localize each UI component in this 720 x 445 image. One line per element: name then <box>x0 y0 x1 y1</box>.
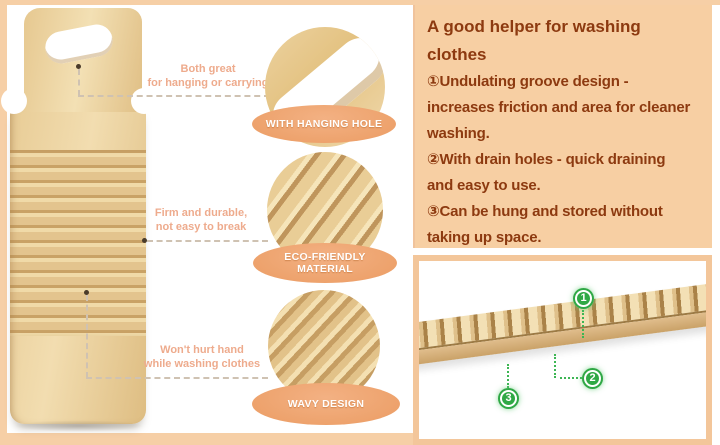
callout-2-leader-horizontal <box>147 240 268 242</box>
feature-2-line1: ②With drain holes - quick draining <box>427 151 666 168</box>
badge-2-label-line2: MATERIAL <box>297 263 353 275</box>
callout-2-note: Firm and durable, not easy to break <box>136 207 266 234</box>
feature-3-line1: ③Can be hung and stored without <box>427 203 663 220</box>
marker-1-leader <box>582 310 584 338</box>
callout-1-note-line2: for hanging or carrying <box>147 76 269 89</box>
callout-3-leader-horizontal <box>86 377 268 379</box>
feature-2-line2: and easy to use. <box>427 177 541 194</box>
marker-2-leader-horizontal <box>560 377 586 379</box>
marker-2-badge: 2 <box>582 368 603 389</box>
badge-eco-friendly-material: ECO-FRIENDLY MATERIAL <box>253 243 397 283</box>
feature-1-line3: washing. <box>427 125 490 142</box>
callout-3-note-line2: while washing clothes <box>143 357 261 370</box>
badge-3-label: WAVY DESIGN <box>287 397 365 410</box>
callout-3-note: Won't hurt hand while washing clothes <box>128 344 276 371</box>
callout-1-leader-horizontal <box>78 95 270 97</box>
callout-1-leader-vertical <box>78 69 80 96</box>
info-heading-line1: A good helper for washing <box>427 17 641 36</box>
callout-1-note-line1: Both great <box>180 63 236 75</box>
closeup-board <box>419 277 706 367</box>
callout-3-leader-vertical <box>86 295 88 378</box>
callout-1-note: Both great for hanging or carrying <box>138 63 278 90</box>
callout-2-note-line2: not easy to break <box>155 220 247 233</box>
info-heading-line2: clothes <box>427 45 487 64</box>
washboard-ridges <box>10 150 146 336</box>
ridge-closeup-panel: 1 2 3 <box>413 255 712 445</box>
marker-3-badge: 3 <box>498 388 519 409</box>
badge-with-hanging-hole: WITH HANGING HOLE <box>252 105 396 143</box>
marker-3-leader <box>507 364 509 388</box>
frame-strip-top <box>0 0 720 5</box>
feature-1-line2: increases friction and area for cleaner <box>427 99 691 116</box>
washboard-handle <box>24 8 142 112</box>
feature-3-line2: taking up space. <box>427 229 542 246</box>
frame-strip-bottom <box>0 433 413 445</box>
badge-1-label: WITH HANGING HOLE <box>265 117 383 130</box>
washboard-neck-curve-right <box>131 88 157 114</box>
frame-strip-left <box>0 0 7 445</box>
badge-wavy-design: WAVY DESIGN <box>252 383 400 425</box>
callout-3-note-line1: Won't hurt hand <box>160 344 244 356</box>
feature-1-line1: ①Undulating groove design - <box>427 73 629 90</box>
callout-2-anchor-dot <box>142 238 147 243</box>
badge-2-label-line1: ECO-FRIENDLY <box>284 250 366 263</box>
callout-3-anchor-dot <box>84 290 89 295</box>
marker-2-leader-vertical <box>554 354 556 378</box>
marker-1-badge: 1 <box>573 288 594 309</box>
washboard-neck-curve-left <box>1 88 27 114</box>
callout-2-note-line1: Firm and durable, <box>154 207 248 219</box>
info-panel: A good helper for washing clothes ①Undul… <box>413 5 712 248</box>
washboard-shadow <box>14 420 144 432</box>
callout-1-anchor-dot <box>76 64 81 69</box>
